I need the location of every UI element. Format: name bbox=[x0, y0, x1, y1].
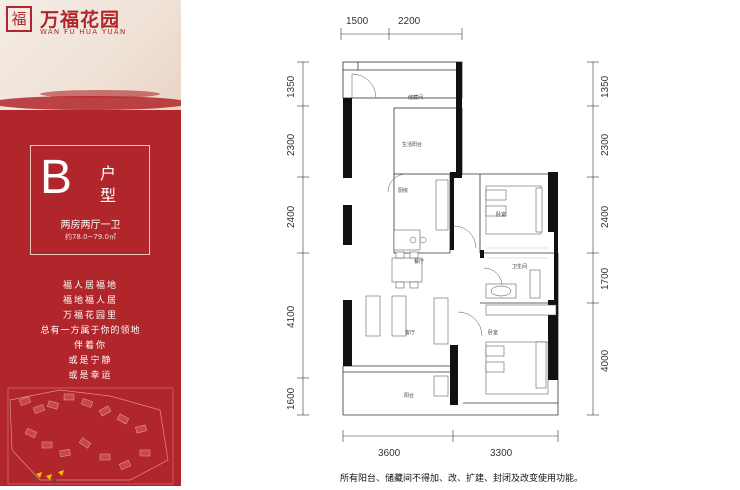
room-dining: 餐厅 bbox=[414, 258, 424, 265]
room-storage: 储藏间 bbox=[408, 94, 423, 101]
dim-top-1: 1500 bbox=[346, 16, 369, 27]
left-panel: 福 万福花园 WAN FU HUA YUAN B 户 型 两房两厅一卫 约78.… bbox=[0, 0, 181, 486]
dim-right-2: 2300 bbox=[600, 133, 611, 156]
unit-type-char-2: 型 bbox=[100, 186, 117, 205]
dim-bottom-1: 3600 bbox=[378, 448, 401, 459]
room-bedroom-2: 卧室 bbox=[488, 329, 498, 336]
floor-plan: 1500 2200 3600 3300 1350 2300 2400 4100 … bbox=[268, 0, 628, 486]
dim-bottom-2: 3300 bbox=[490, 448, 513, 459]
unit-area: 约78.0~79.0㎡ bbox=[64, 233, 117, 241]
dim-left-2: 2300 bbox=[286, 133, 297, 156]
room-bathroom: 卫生间 bbox=[512, 263, 527, 270]
unit-type-char-1: 户 bbox=[100, 164, 117, 183]
logo-seal-icon: 福 bbox=[6, 6, 32, 32]
dim-right-3: 2400 bbox=[600, 205, 611, 228]
poem-line: 伴着你 bbox=[73, 341, 107, 351]
dim-left-3: 2400 bbox=[286, 205, 297, 228]
unit-layout: 两房两厅一卫 bbox=[60, 220, 121, 231]
dim-right-1: 1350 bbox=[600, 75, 611, 98]
poem-line: 总有一方属于你的领地 bbox=[40, 326, 141, 336]
brush-stroke bbox=[40, 90, 160, 98]
dim-top-2: 2200 bbox=[398, 16, 421, 27]
dim-left-4: 4100 bbox=[286, 305, 297, 328]
unit-type-letter: B bbox=[40, 151, 73, 204]
poem-line: 福地福人居 bbox=[62, 296, 118, 306]
site-map-graphic bbox=[7, 387, 174, 485]
poem-line: 福人居福地 bbox=[62, 281, 118, 291]
dim-left-5: 1600 bbox=[286, 387, 297, 410]
room-living: 客厅 bbox=[405, 329, 415, 336]
footer-note: 所有阳台、储藏间不得加、改、扩建、封闭及改变使用功能。 bbox=[340, 474, 584, 484]
poem-line: 或是宁静 bbox=[68, 356, 113, 366]
unit-type-frame bbox=[30, 145, 150, 255]
room-bedroom-1: 卧室 bbox=[496, 211, 506, 218]
dim-left-1: 1350 bbox=[286, 75, 297, 98]
poem-line: 万福花园里 bbox=[62, 311, 118, 321]
room-kitchen: 厨房 bbox=[398, 187, 408, 194]
poem-line: 或是幸运 bbox=[68, 371, 113, 381]
room-living-balcony: 生活阳台 bbox=[402, 141, 422, 148]
brand-name-en: WAN FU HUA YUAN bbox=[40, 28, 127, 36]
floor-plan-drawing: 1500 2200 3600 3300 1350 2300 2400 4100 … bbox=[286, 16, 611, 459]
brand-name: 万福花园 bbox=[40, 9, 121, 31]
dim-right-5: 4000 bbox=[600, 349, 611, 372]
room-balcony: 阳台 bbox=[404, 392, 414, 399]
dim-right-4: 1700 bbox=[600, 267, 611, 290]
brush-stroke bbox=[0, 96, 181, 110]
